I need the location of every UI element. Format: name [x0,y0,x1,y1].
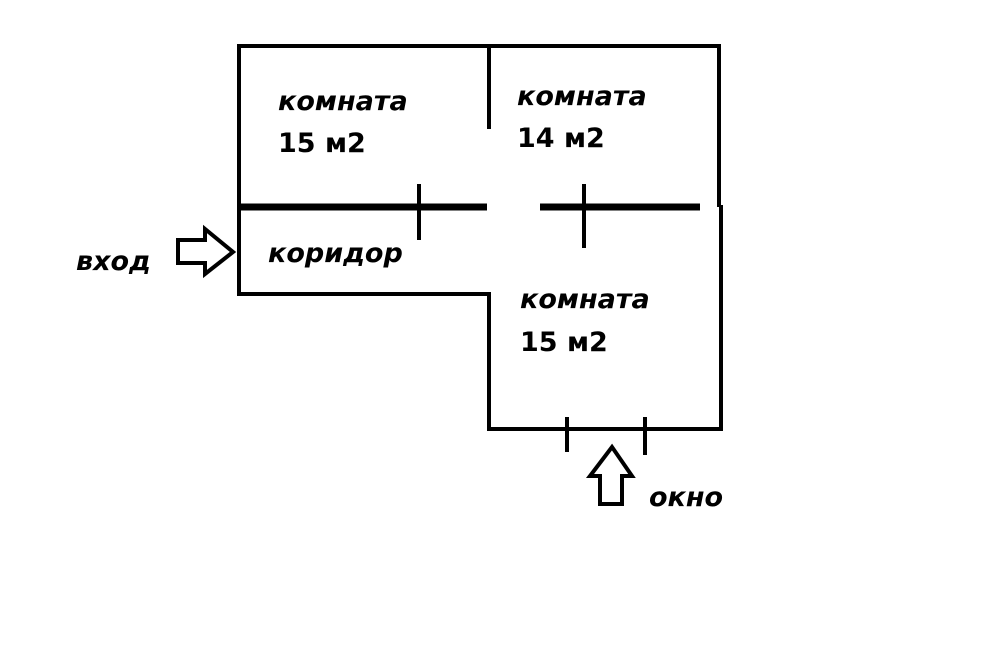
walls [237,44,723,455]
room-bottom-right-name: комната [520,284,650,315]
corridor-label: коридор [268,238,403,269]
arrow-right-icon [176,224,237,279]
room-bottom-right-area: 15 м2 [520,327,608,358]
window-label: окно [649,482,723,513]
room-top-right-name: комната [517,81,647,112]
room-top-right-area: 14 м2 [517,123,605,154]
entrance-label: вход [76,246,151,277]
room-top-left-area: 15 м2 [278,128,366,159]
arrow-up-icon [585,443,636,506]
room-top-left-name: комната [278,86,408,117]
